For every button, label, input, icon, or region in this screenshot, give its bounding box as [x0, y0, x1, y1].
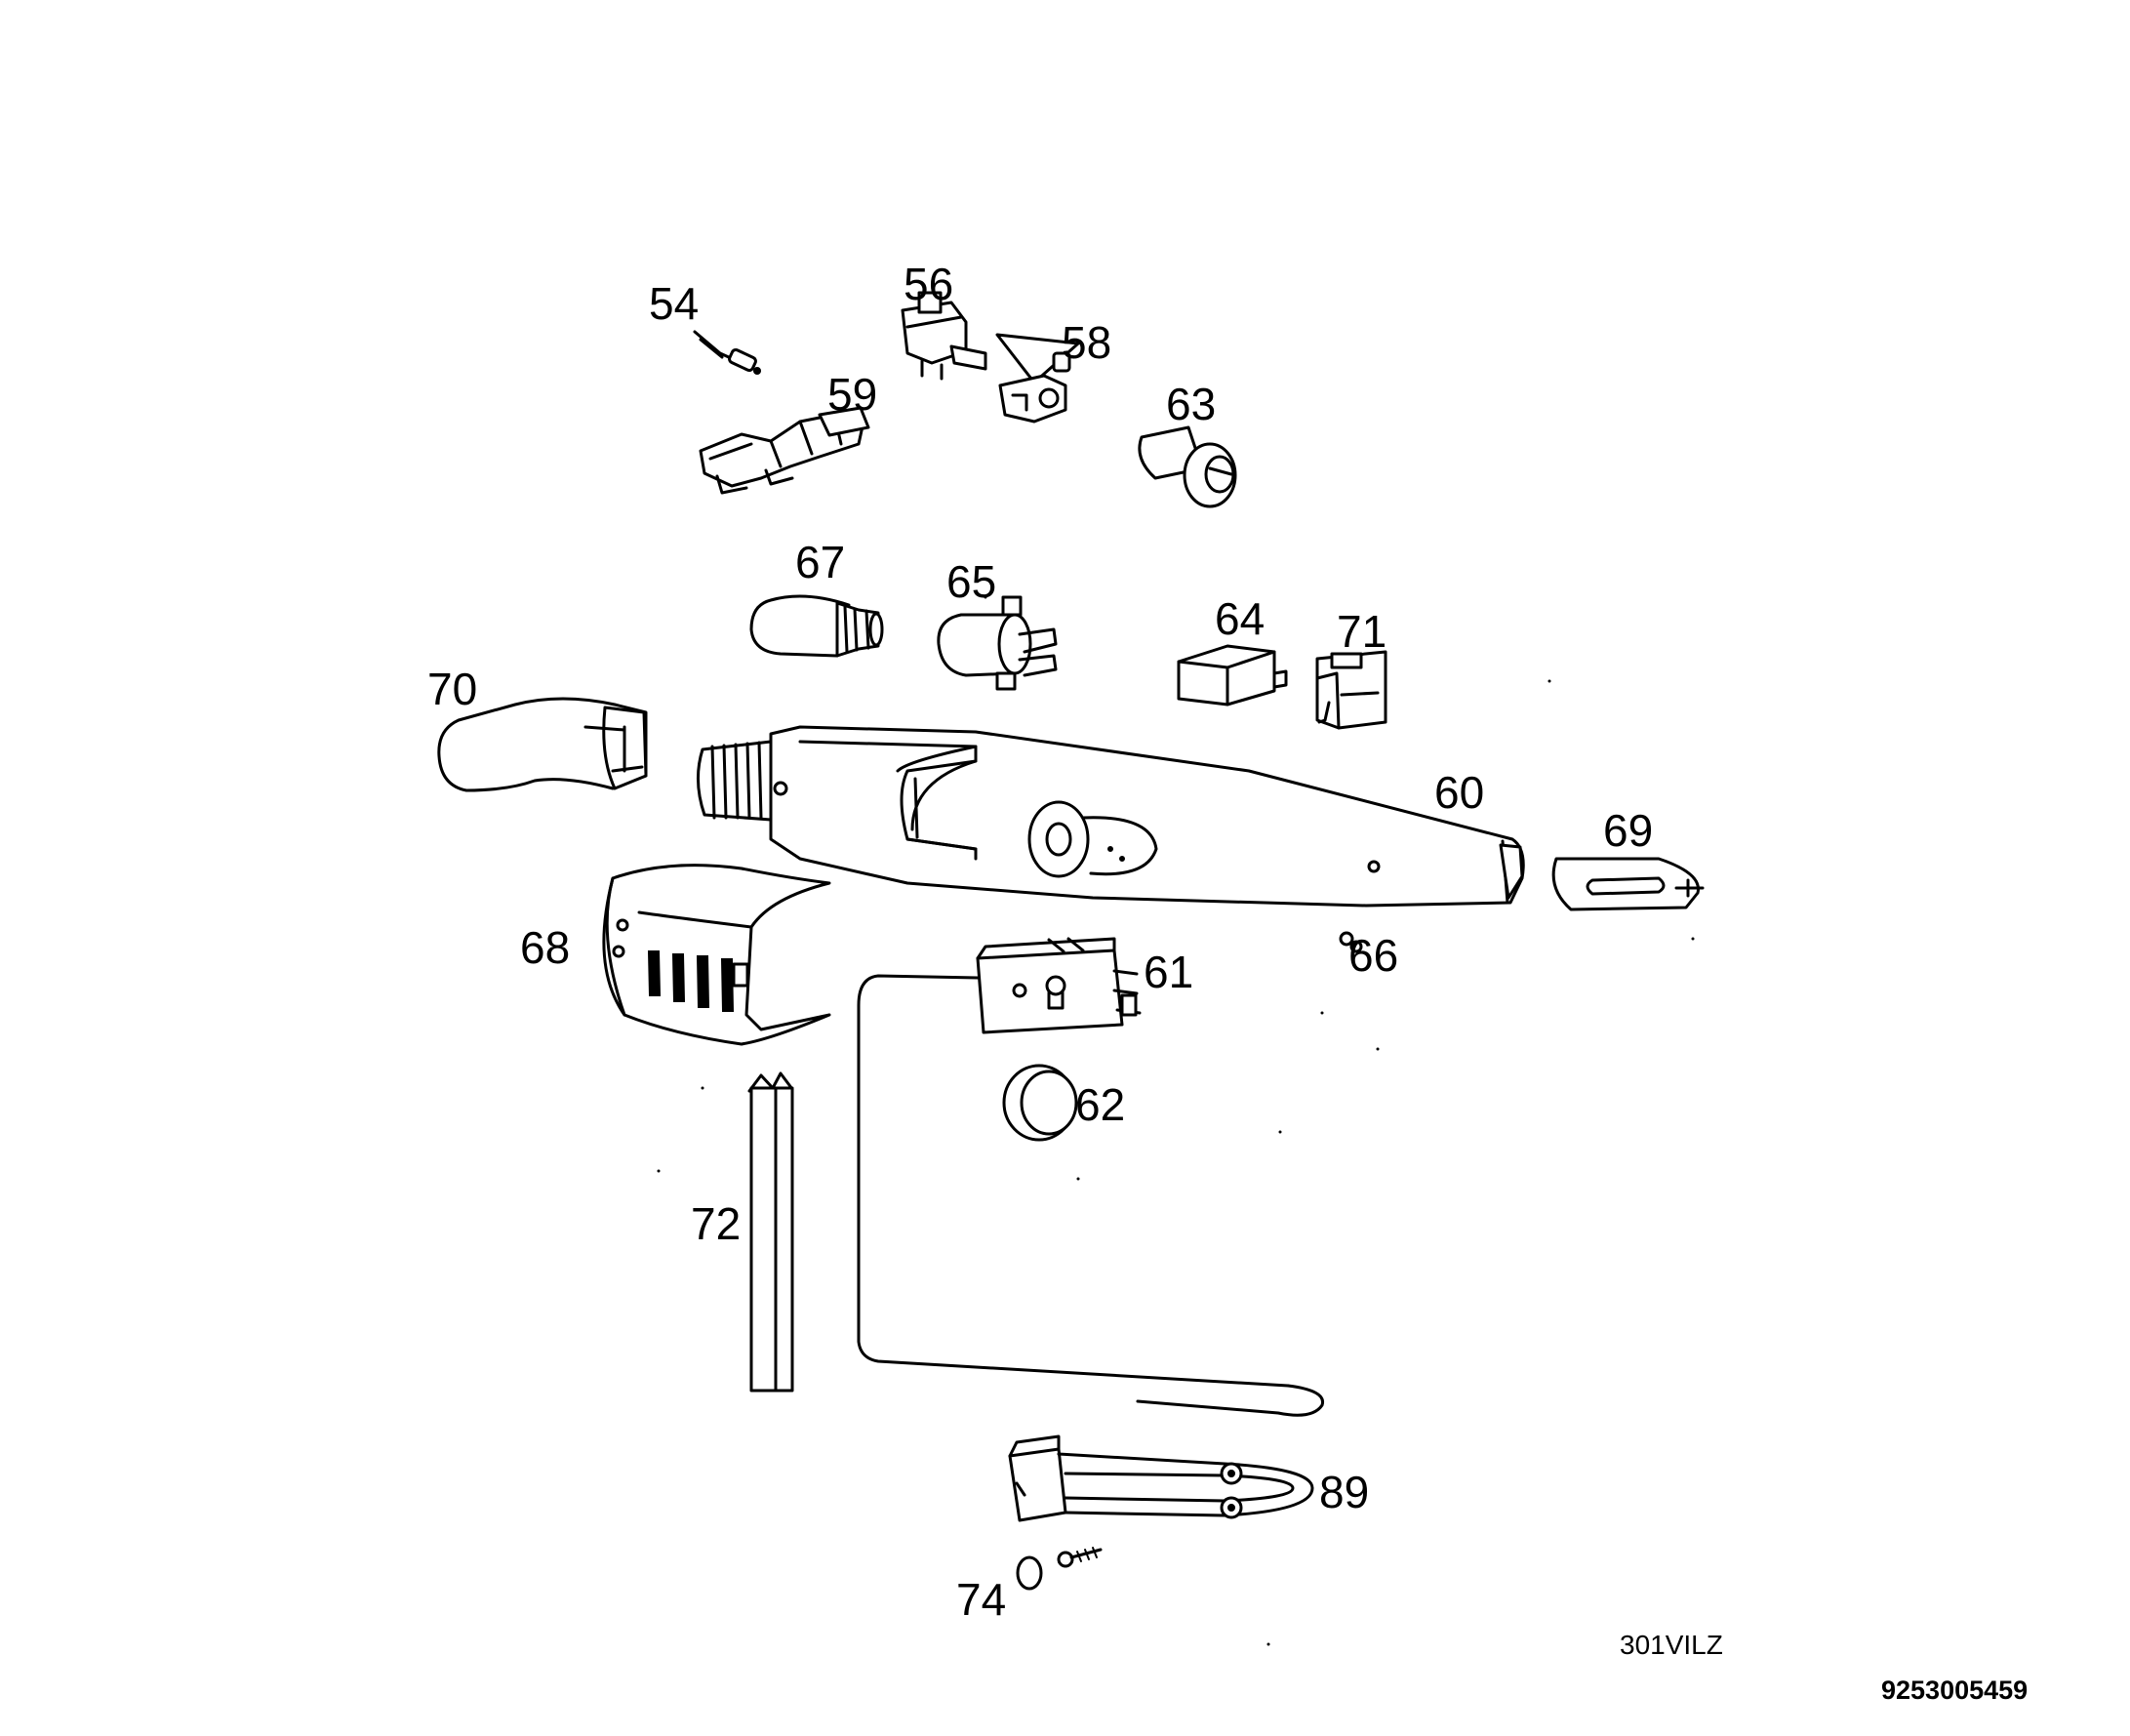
part-89-heater: [1008, 1434, 1314, 1522]
part-66-screw: [1339, 931, 1363, 953]
part-58-switch: [995, 333, 1080, 424]
part-labels: 54 56 58 59 63 67 65 64 71 70 60 69 68 6…: [427, 259, 1653, 1625]
part-61-thermostat: [857, 937, 1325, 1417]
label-62: 62: [1075, 1079, 1125, 1130]
label-60: 60: [1434, 767, 1484, 818]
part-74-washer-screw: [1016, 1547, 1103, 1591]
serial-number: 9253005459: [1881, 1675, 2028, 1705]
label-71: 71: [1337, 606, 1387, 657]
label-72: 72: [691, 1198, 741, 1249]
part-54-wire-lamp: [693, 330, 761, 375]
part-71-bracket: [1315, 650, 1387, 730]
part-70-end-cap: [437, 697, 648, 792]
label-63: 63: [1166, 379, 1216, 429]
label-70: 70: [427, 664, 477, 714]
label-56: 56: [904, 259, 953, 309]
part-69-end-cover: [1551, 857, 1705, 911]
label-59: 59: [827, 369, 877, 420]
part-60-main-housing: [696, 725, 1525, 908]
label-64: 64: [1215, 593, 1265, 644]
part-63-knob: [1138, 425, 1237, 508]
label-69: 69: [1603, 805, 1653, 856]
label-89: 89: [1319, 1467, 1369, 1517]
label-67: 67: [795, 537, 845, 587]
part-68-lamp-cover: [602, 864, 831, 1046]
label-61: 61: [1144, 947, 1193, 997]
label-66: 66: [1348, 930, 1398, 981]
part-64-push-switch: [1177, 644, 1288, 707]
part-62-ring: [1002, 1064, 1078, 1142]
label-54: 54: [649, 278, 699, 329]
part-65-lamp-holder: [937, 595, 1058, 691]
part-59-terminal-block: [699, 406, 870, 495]
part-67-lamp-bulb: [749, 594, 884, 658]
part-56-switch: [901, 291, 987, 381]
scan-specks: [657, 595, 1695, 1646]
label-65: 65: [946, 556, 996, 607]
label-74: 74: [956, 1574, 1006, 1625]
label-58: 58: [1062, 317, 1111, 368]
model-code: 301VILZ: [1620, 1630, 1723, 1660]
label-68: 68: [520, 922, 570, 973]
part-72-rod: [747, 1071, 794, 1393]
